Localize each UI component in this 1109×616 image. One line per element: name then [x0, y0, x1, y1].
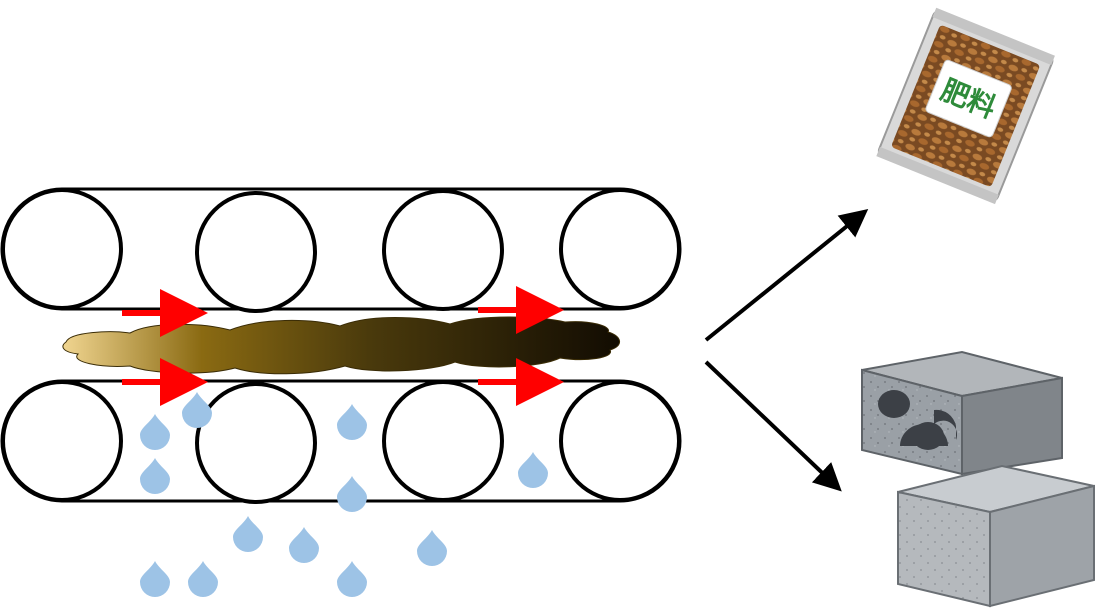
- water-droplets: [140, 392, 548, 597]
- water-drop-icon: [140, 561, 170, 597]
- upper-roller-2: [195, 191, 317, 313]
- upper-roller-4: [559, 188, 681, 310]
- water-drop-icon: [140, 458, 170, 494]
- concrete-solid-block-icon: [897, 464, 1095, 608]
- water-drop-icon: [337, 404, 367, 440]
- water-drop-icon: [518, 452, 548, 488]
- concrete-hollow-block-icon: [861, 350, 1063, 476]
- lower-roller-2: [195, 382, 317, 504]
- lower-roller-1: [1, 380, 123, 502]
- water-drop-icon: [182, 392, 212, 428]
- sludge-mass: [62, 316, 620, 375]
- output-arrows: [704, 208, 869, 492]
- water-drop-icon: [337, 561, 367, 597]
- sludge-layer: [62, 316, 620, 375]
- upper-roller-3: [382, 189, 504, 311]
- fertilizer-bag-icon: 肥料: [876, 7, 1055, 205]
- flow-arrows: [122, 286, 564, 406]
- upper-roller-1: [1, 188, 123, 310]
- upper-belt: [0, 187, 682, 313]
- water-drop-icon: [337, 476, 367, 512]
- arrow-to-fertilizer: [704, 208, 869, 342]
- arrow-to-blocks: [704, 360, 842, 492]
- water-drop-icon: [233, 516, 263, 552]
- water-drop-icon: [188, 561, 218, 597]
- water-drop-icon: [140, 414, 170, 450]
- water-drop-icon: [417, 530, 447, 566]
- lower-roller-4: [559, 380, 681, 502]
- lower-roller-3: [382, 380, 504, 502]
- lower-belt: [0, 379, 682, 504]
- water-drop-icon: [289, 527, 319, 563]
